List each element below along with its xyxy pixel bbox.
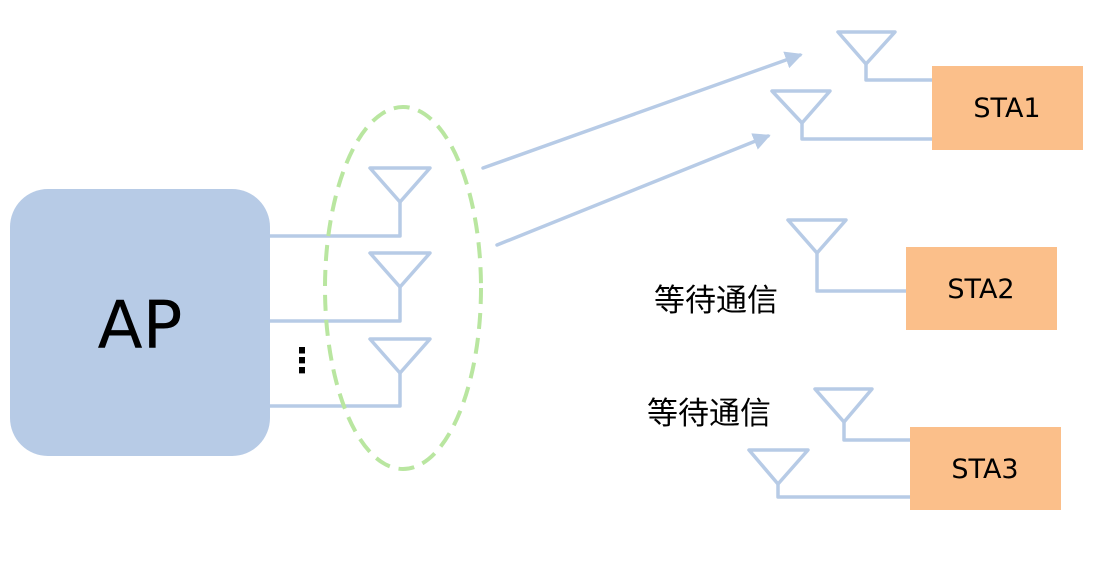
sta3-box — [910, 427, 1061, 510]
antenna-icon — [747, 448, 810, 486]
antenna-icon — [368, 166, 432, 204]
sta1-antenna-wire-2 — [800, 121, 934, 141]
access-point: AP ⋮ — [10, 189, 319, 456]
sta3-status-label: 等待通信 — [647, 396, 771, 432]
antenna-icon — [368, 251, 432, 289]
access-point-label: AP — [98, 287, 183, 364]
antenna-icon — [786, 218, 848, 255]
sta1-box — [932, 66, 1083, 150]
access-point-box — [10, 189, 270, 456]
antenna-icon — [813, 387, 874, 424]
ap-antenna-wire-2 — [268, 285, 402, 323]
sta2-status-label: 等待通信 — [654, 283, 778, 319]
antenna-icon — [368, 337, 432, 375]
ap-antenna-wire-1 — [268, 200, 402, 238]
sta3-antenna-wire-2 — [776, 482, 912, 499]
sta2-label: STA2 — [947, 274, 1014, 305]
sta3-antenna-wire-1 — [842, 420, 912, 442]
beamforming-group-outline — [323, 105, 483, 471]
station-sta1: STA1 — [770, 30, 1083, 150]
sta1-label: STA1 — [973, 93, 1040, 124]
sta2-antenna-wire — [815, 251, 908, 293]
sta1-antenna-wire-1 — [864, 62, 934, 82]
station-sta2: STA2 等待通信 — [654, 218, 1057, 330]
sta2-box — [906, 247, 1057, 330]
ap-antennas — [368, 166, 432, 375]
arrow-to-sta1-antenna-1 — [481, 51, 803, 170]
antenna-icon — [836, 30, 897, 66]
sta3-label: STA3 — [951, 454, 1018, 485]
transmission-arrows — [481, 51, 803, 247]
ap-antenna-wires — [268, 200, 402, 408]
arrow-to-sta1-antenna-2 — [495, 133, 771, 247]
ap-antenna-wire-3 — [268, 371, 402, 408]
station-sta3: STA3 等待通信 — [647, 387, 1061, 510]
more-antennas-ellipsis: ⋮ — [285, 341, 319, 381]
antenna-icon — [770, 89, 832, 125]
